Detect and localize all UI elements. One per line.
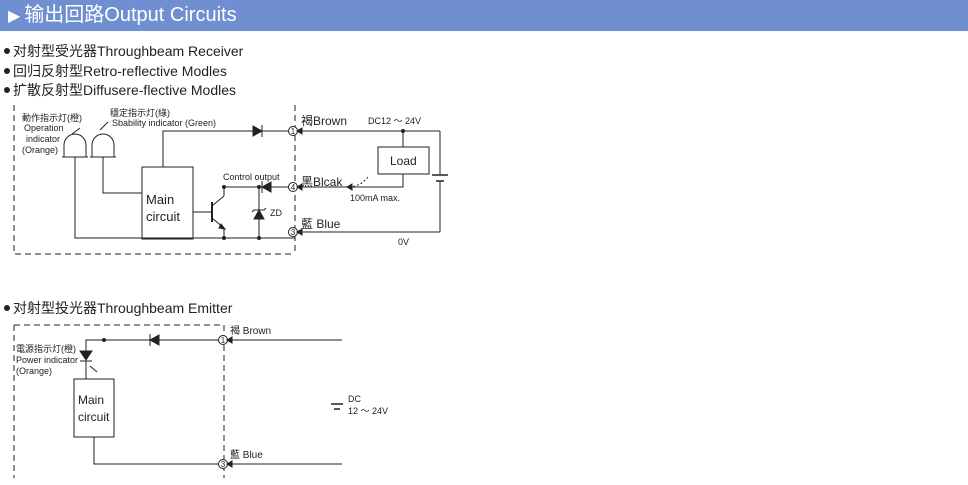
receiver-diagram xyxy=(13,105,448,255)
list-item: 对射型受光器Throughbeam Receiver xyxy=(4,41,243,61)
operation-led-icon xyxy=(63,133,87,158)
emitter-main-circuit-label-2: circuit xyxy=(78,410,110,424)
op-indicator-label-2: indicator xyxy=(26,134,60,144)
stab-indicator-label-zh: 穩定指示灯(綠) xyxy=(110,107,170,118)
main-circuit-box xyxy=(73,378,115,438)
emitter-brown-label: 褐 Brown xyxy=(230,324,271,337)
section-header: ▶输出回路Output Circuits xyxy=(0,0,968,31)
bullet-icon xyxy=(4,68,10,75)
zener-diode-icon xyxy=(253,208,265,220)
diode-icon xyxy=(260,181,272,193)
op-indicator-label-3: (Orange) xyxy=(22,145,58,155)
load-label: Load xyxy=(390,154,417,168)
control-output-label: Control output xyxy=(223,172,280,182)
emitter-terminal-1-label: 1 xyxy=(221,336,226,345)
terminal-4-label: 4 xyxy=(291,183,296,192)
brown-wire-label: 褐Brown xyxy=(301,113,347,128)
main-circuit-box xyxy=(141,166,194,240)
black-wire-label: 黑Blcak xyxy=(301,175,343,189)
power-indicator-label-2: (Orange) xyxy=(16,366,52,376)
arrow-icon xyxy=(71,127,81,135)
power-indicator-label-en: Power indicator xyxy=(16,355,78,365)
power-indicator-label-zh: 電源指示灯(橙) xyxy=(16,343,76,354)
blue-wire-label: 藍 Blue xyxy=(301,217,341,231)
header-title: 输出回路Output Circuits xyxy=(24,4,237,26)
diode-icon xyxy=(252,125,264,137)
supply-label: DC12 ～ 24V xyxy=(368,116,421,126)
emitter-blue-label: 藍 Blue xyxy=(230,448,263,461)
emitter-main-circuit-label-1: Main xyxy=(78,393,104,407)
emitter-supply-label-1: DC xyxy=(348,394,361,404)
zero-v-label: 0V xyxy=(398,237,409,247)
op-indicator-label-1: Operation xyxy=(24,123,64,133)
current-label: 100mA max. xyxy=(350,193,400,203)
power-led-icon xyxy=(79,350,93,361)
emitter-supply-label-2: 12 ～ 24V xyxy=(348,406,388,416)
emitter-heading: 对射型投光器Throughbeam Emitter xyxy=(4,298,232,318)
stab-indicator-label-en: Sbability indicator (Green) xyxy=(112,118,216,128)
zd-label: ZD xyxy=(270,208,282,218)
bullet-icon xyxy=(4,48,10,55)
op-indicator-label-zh: 動作指示灯(橙) xyxy=(22,112,82,123)
triangle-icon: ▶ xyxy=(8,8,21,25)
arrow-icon xyxy=(99,121,109,131)
emitter-terminal-3-label: 3 xyxy=(221,460,226,469)
terminal-3-label: 3 xyxy=(291,228,296,237)
arrow-icon xyxy=(89,365,98,373)
list-item: 扩散反射型Diffusere-flective Modles xyxy=(4,80,236,100)
bullet-icon xyxy=(4,305,10,312)
list-item: 回归反射型Retro-reflective Modles xyxy=(4,61,227,81)
main-circuit-label-1: Main xyxy=(146,192,174,207)
stability-led-icon xyxy=(91,133,115,158)
main-circuit-label-2: circuit xyxy=(146,209,180,224)
diode-icon xyxy=(148,334,160,346)
emitter-diagram xyxy=(13,324,343,478)
bullet-icon xyxy=(4,87,10,94)
terminal-1-label: 1 xyxy=(291,127,296,136)
